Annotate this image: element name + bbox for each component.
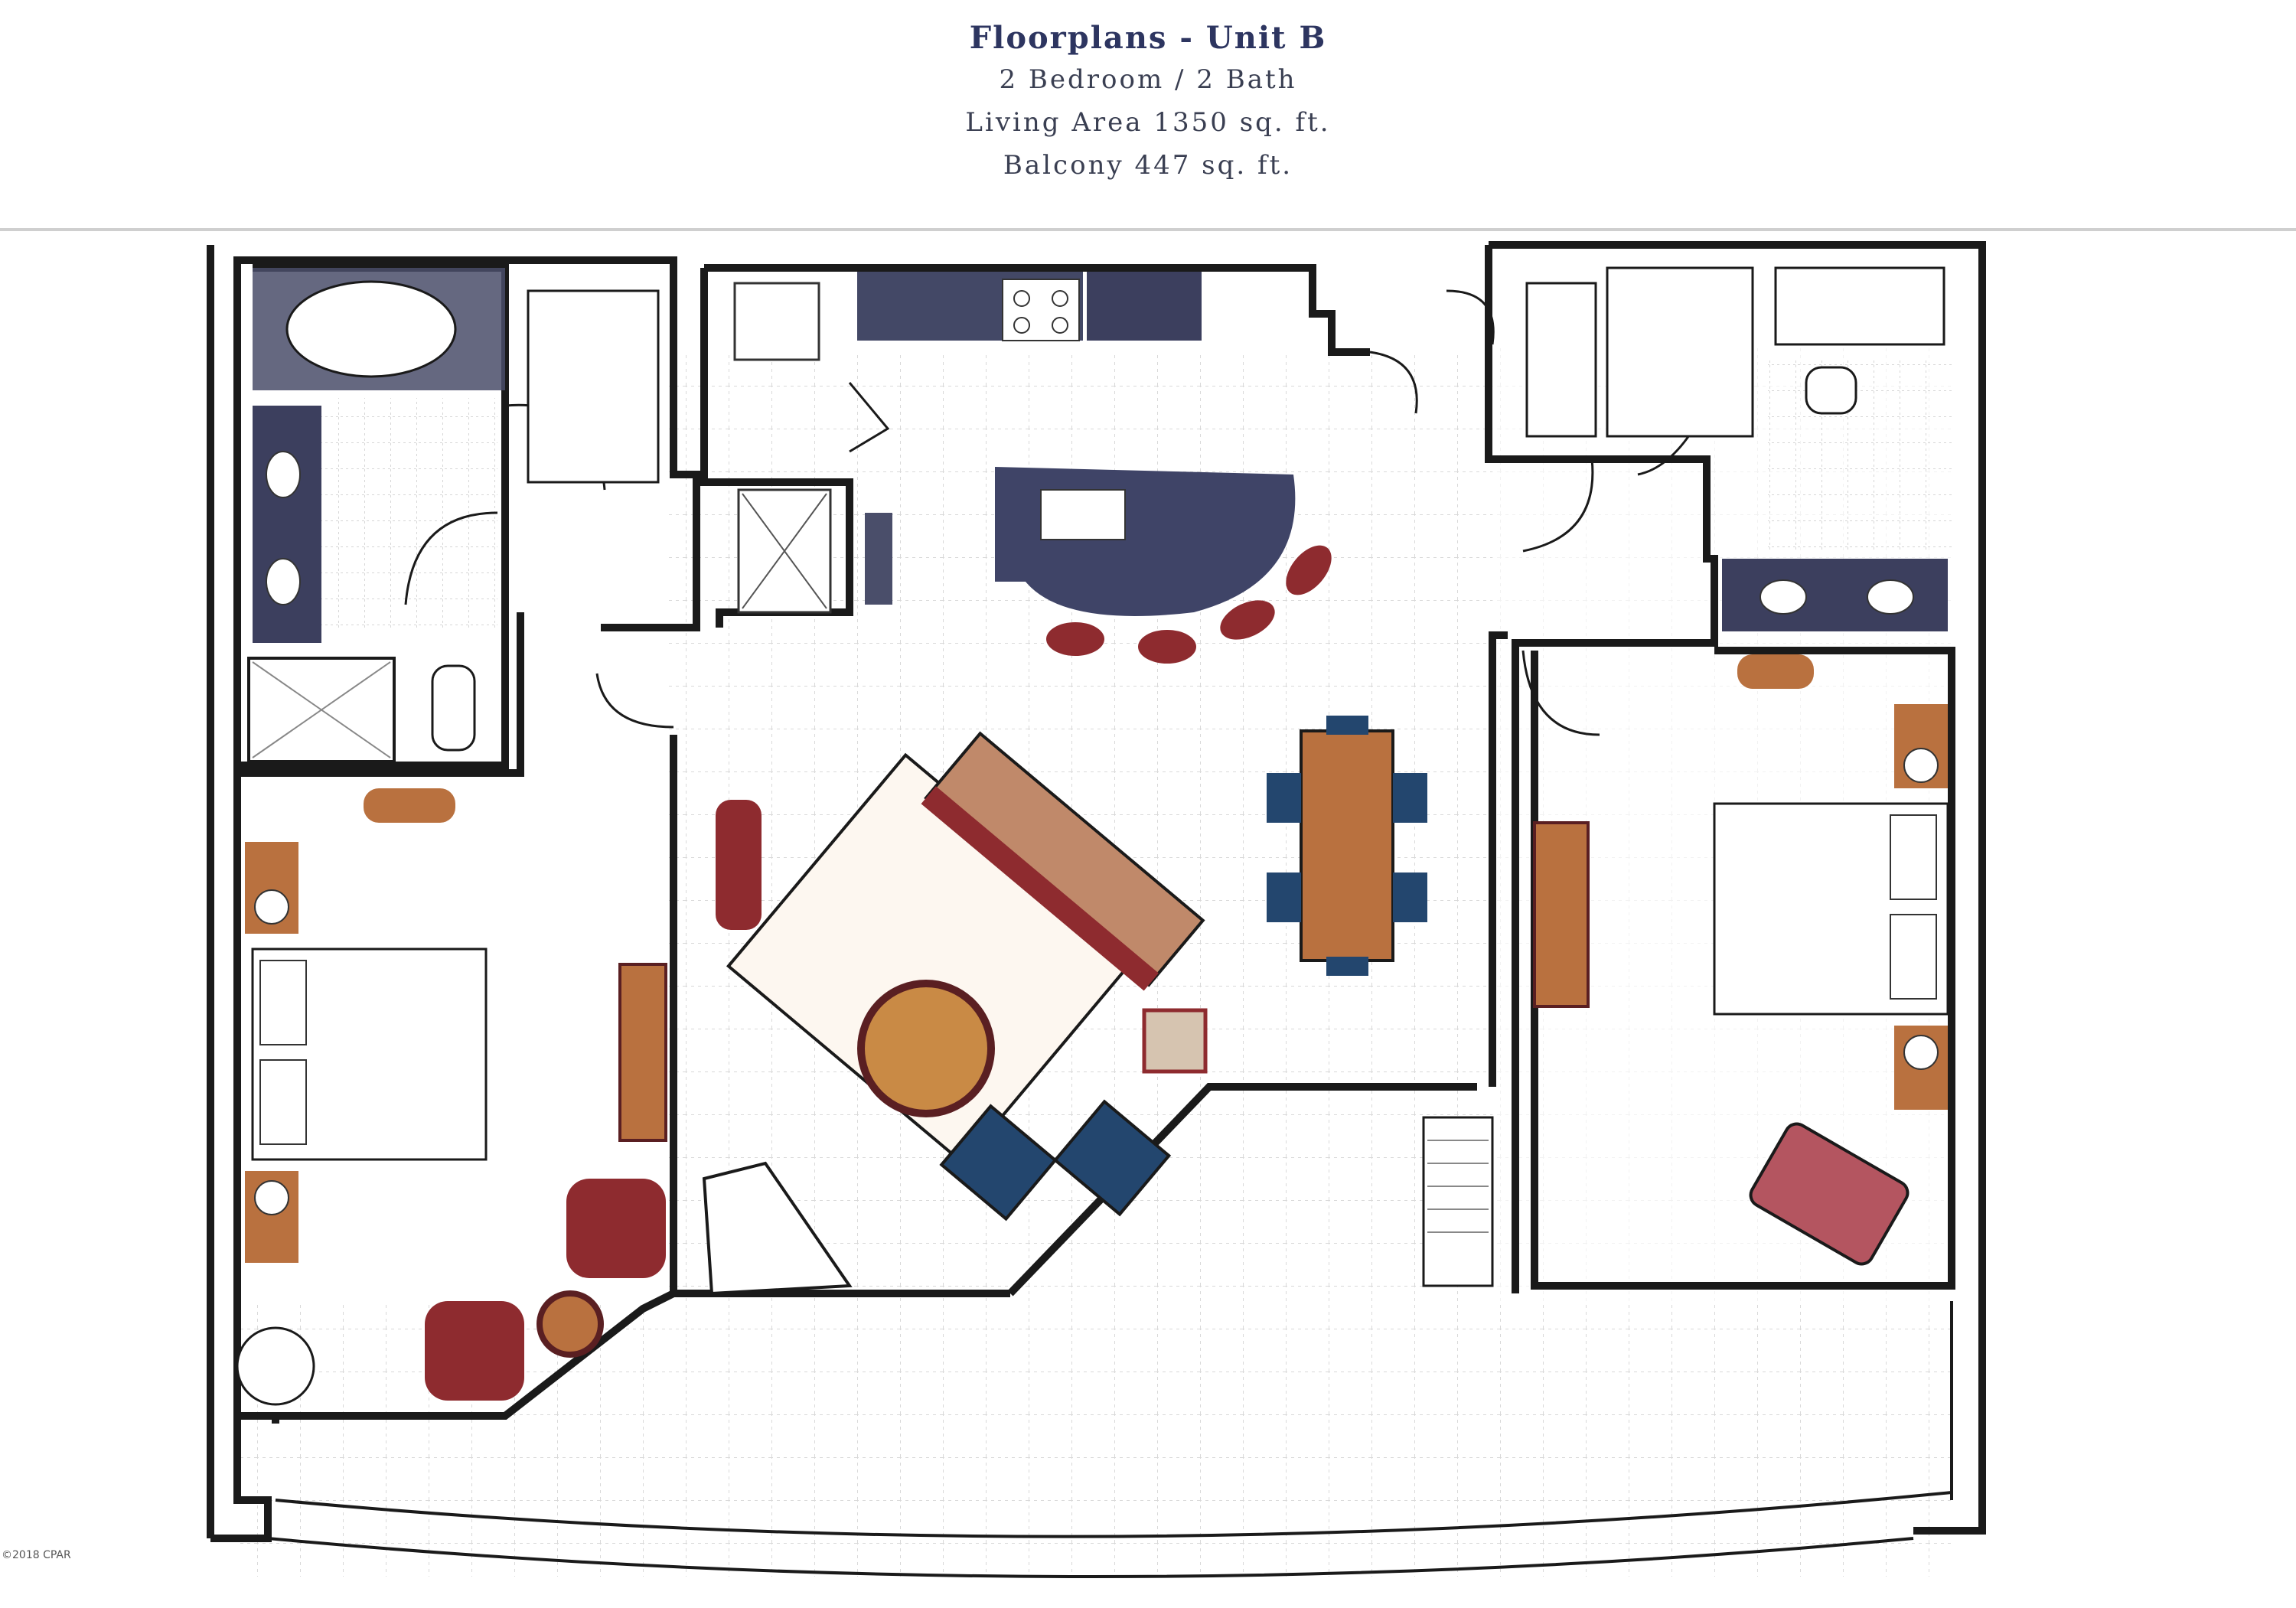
toilet-icon bbox=[431, 664, 476, 752]
header: Floorplans - Unit B 2 Bedroom / 2 Bath L… bbox=[0, 0, 2296, 230]
closet bbox=[1525, 282, 1597, 438]
tub bbox=[1774, 266, 1945, 346]
cabinet bbox=[865, 513, 892, 605]
kitchen bbox=[733, 272, 1332, 664]
sink-icon bbox=[1867, 579, 1914, 615]
bar-stools bbox=[1046, 545, 1332, 664]
accent-chair bbox=[566, 1179, 666, 1278]
living-area: Living Area 1350 sq. ft. bbox=[965, 107, 1331, 138]
side-table bbox=[536, 1290, 604, 1358]
dining-table bbox=[1300, 729, 1394, 962]
accent-chair bbox=[425, 1301, 524, 1401]
chaise-lounge bbox=[1749, 1122, 1910, 1266]
lamp-icon bbox=[254, 889, 289, 925]
lamp-icon bbox=[1903, 1035, 1939, 1070]
counter-top bbox=[1087, 272, 1202, 341]
closet bbox=[527, 289, 660, 484]
living-room bbox=[702, 731, 1208, 1296]
coffee-table bbox=[857, 980, 995, 1117]
accent-chair bbox=[716, 800, 762, 930]
plant-icon bbox=[236, 1326, 315, 1406]
armchair bbox=[939, 1104, 1058, 1221]
header-divider bbox=[0, 228, 2296, 231]
hall-cabinet bbox=[1422, 1116, 1494, 1287]
bench bbox=[364, 788, 455, 823]
fireplace bbox=[702, 1161, 853, 1296]
guest-bath bbox=[1525, 266, 1948, 631]
sink-icon bbox=[266, 558, 301, 605]
dresser bbox=[618, 963, 667, 1142]
armchair bbox=[1052, 1099, 1172, 1217]
balcony-area: Balcony 447 sq. ft. bbox=[1003, 150, 1293, 181]
sink-icon bbox=[266, 451, 301, 498]
page-title: Floorplans - Unit B bbox=[969, 20, 1327, 56]
side-table bbox=[1142, 1008, 1208, 1074]
refrigerator bbox=[733, 282, 820, 361]
lamp-icon bbox=[254, 1180, 289, 1215]
bedroom-right bbox=[1533, 654, 1949, 1266]
master-bath bbox=[247, 268, 660, 763]
cooktop-icon bbox=[1002, 279, 1080, 341]
closet bbox=[1606, 266, 1754, 438]
vanity-counter bbox=[253, 406, 321, 643]
dresser bbox=[1533, 821, 1590, 1008]
watermark: ©2018 CPAR bbox=[2, 1549, 71, 1561]
bed-bath-count: 2 Bedroom / 2 Bath bbox=[999, 64, 1297, 95]
door-swings bbox=[404, 289, 1708, 736]
sink-icon bbox=[1760, 579, 1807, 615]
toilet-icon bbox=[1805, 366, 1857, 415]
bedroom-left bbox=[236, 788, 667, 1406]
lamp-icon bbox=[1903, 748, 1939, 783]
dining-set bbox=[1267, 716, 1427, 976]
balcony bbox=[267, 1301, 1953, 1578]
bench bbox=[1737, 654, 1814, 689]
sink-icon bbox=[1040, 489, 1126, 540]
oval-tub bbox=[285, 280, 457, 378]
walls bbox=[207, 241, 1986, 1542]
